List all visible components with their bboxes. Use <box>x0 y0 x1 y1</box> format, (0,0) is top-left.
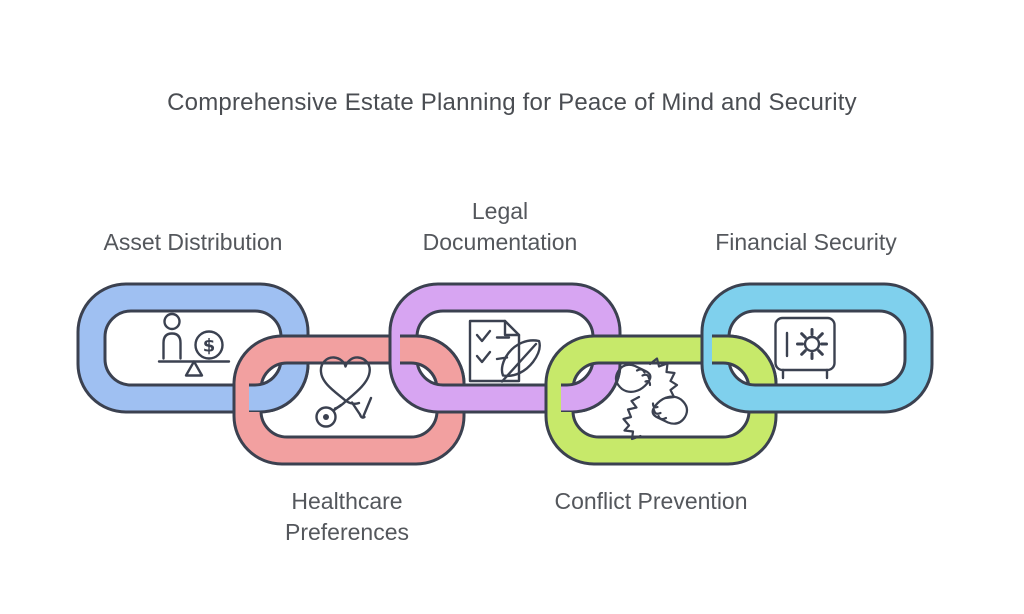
label-conflict-prevention: Conflict Prevention <box>554 488 748 514</box>
label-legal-documentation: Legal Documentation <box>422 198 578 255</box>
safe-dial-icon <box>774 316 836 380</box>
chain-links <box>76 282 934 466</box>
svg-text:$: $ <box>203 336 216 357</box>
chain-icons: $ <box>157 312 836 441</box>
heart-stethoscope-icon <box>315 356 373 428</box>
diagram-title: Comprehensive Estate Planning for Peace … <box>167 89 857 116</box>
label-healthcare-preferences: Healthcare Preferences <box>284 488 409 545</box>
label-asset-distribution: Asset Distribution <box>103 229 283 255</box>
document-checklist-quill-icon <box>468 319 541 383</box>
fist-bump-icon <box>614 357 689 441</box>
chain-link-financial-security <box>700 282 934 414</box>
label-financial-security: Financial Security <box>715 229 897 255</box>
balance-person-dollar-icon: $ <box>157 312 231 377</box>
